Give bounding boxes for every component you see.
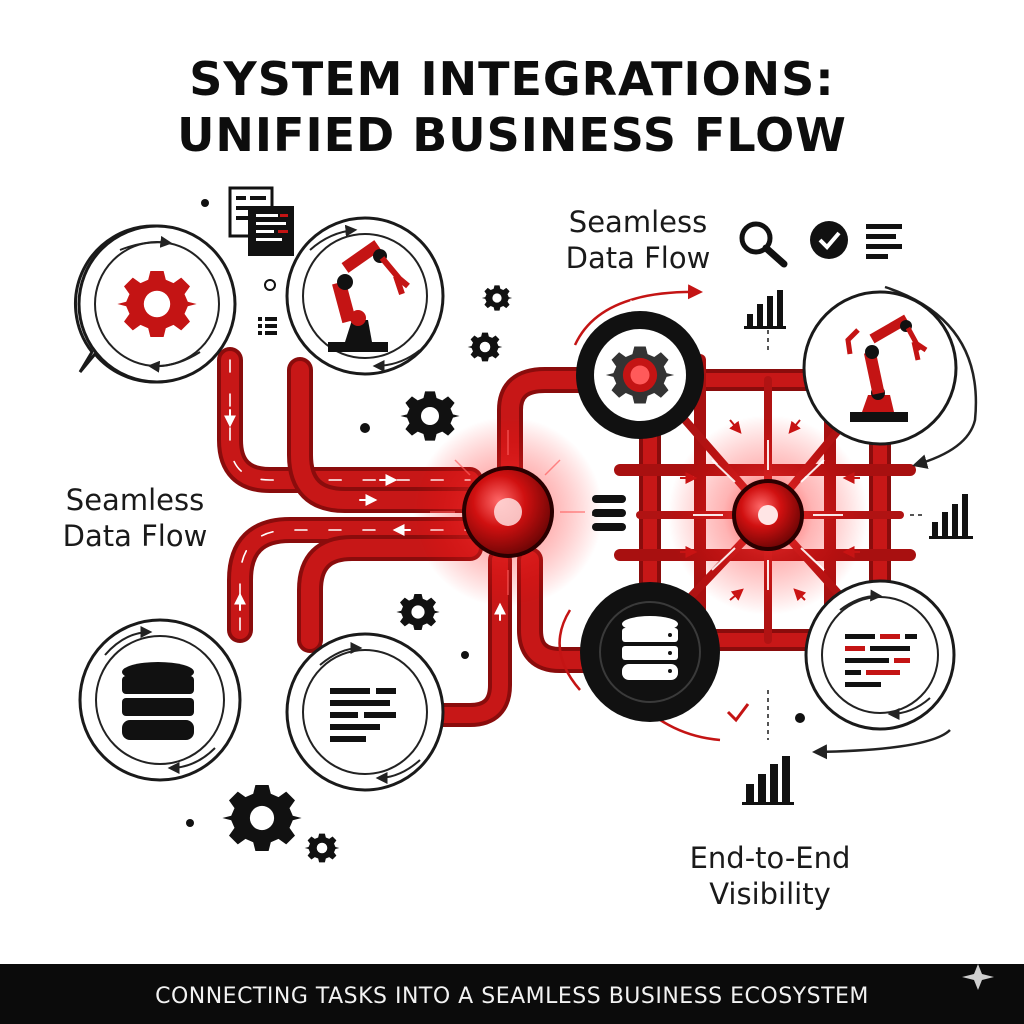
check-circle-icon <box>810 221 848 259</box>
gear-icon <box>396 594 439 630</box>
bar-chart-icon <box>744 290 786 329</box>
text-lines-icon <box>866 224 902 259</box>
right-database-node <box>580 582 720 722</box>
gear-icon <box>468 333 503 362</box>
database-icon <box>122 662 194 740</box>
footer-text: CONNECTING TASKS INTO A SEAMLESS BUSINES… <box>0 984 1024 1009</box>
page-title-line-1: SYSTEM INTEGRATIONS: <box>0 52 1024 106</box>
sparkle-icon <box>958 962 998 992</box>
central-hub <box>413 417 603 607</box>
label-line: End-to-End <box>640 840 900 876</box>
label-seamless-data-flow-left: Seamless Data Flow <box>30 482 240 554</box>
bar-chart-icon <box>929 494 973 539</box>
right-robot-node <box>804 292 956 444</box>
page-title-line-2: UNIFIED BUSINESS FLOW <box>0 108 1024 162</box>
label-seamless-data-flow-top: Seamless Data Flow <box>548 204 728 276</box>
label-line: Data Flow <box>548 240 728 276</box>
label-line: Seamless <box>548 204 728 240</box>
label-end-to-end-visibility: End-to-End Visibility <box>640 840 900 912</box>
document-node <box>287 634 443 790</box>
gear-node <box>75 226 235 382</box>
label-line: Visibility <box>640 876 900 912</box>
document-stack-icon <box>230 188 294 256</box>
label-line: Seamless <box>30 482 240 518</box>
gear-icon <box>482 285 512 310</box>
right-hub <box>668 415 868 615</box>
right-code-node <box>806 581 954 729</box>
gear-icon <box>400 391 459 440</box>
robot-arm-node <box>287 218 443 374</box>
database-icon <box>622 616 678 680</box>
right-gear-node <box>576 306 704 439</box>
gear-icon <box>222 785 301 851</box>
bar-chart-icon <box>742 756 794 805</box>
label-line: Data Flow <box>30 518 240 554</box>
footer-banner: CONNECTING TASKS INTO A SEAMLESS BUSINES… <box>0 964 1024 1024</box>
checkmark-icon <box>728 704 748 720</box>
database-node <box>80 620 240 780</box>
list-icon <box>258 317 277 335</box>
search-icon <box>742 224 784 264</box>
gear-icon <box>305 834 340 863</box>
menu-icon <box>592 495 626 531</box>
